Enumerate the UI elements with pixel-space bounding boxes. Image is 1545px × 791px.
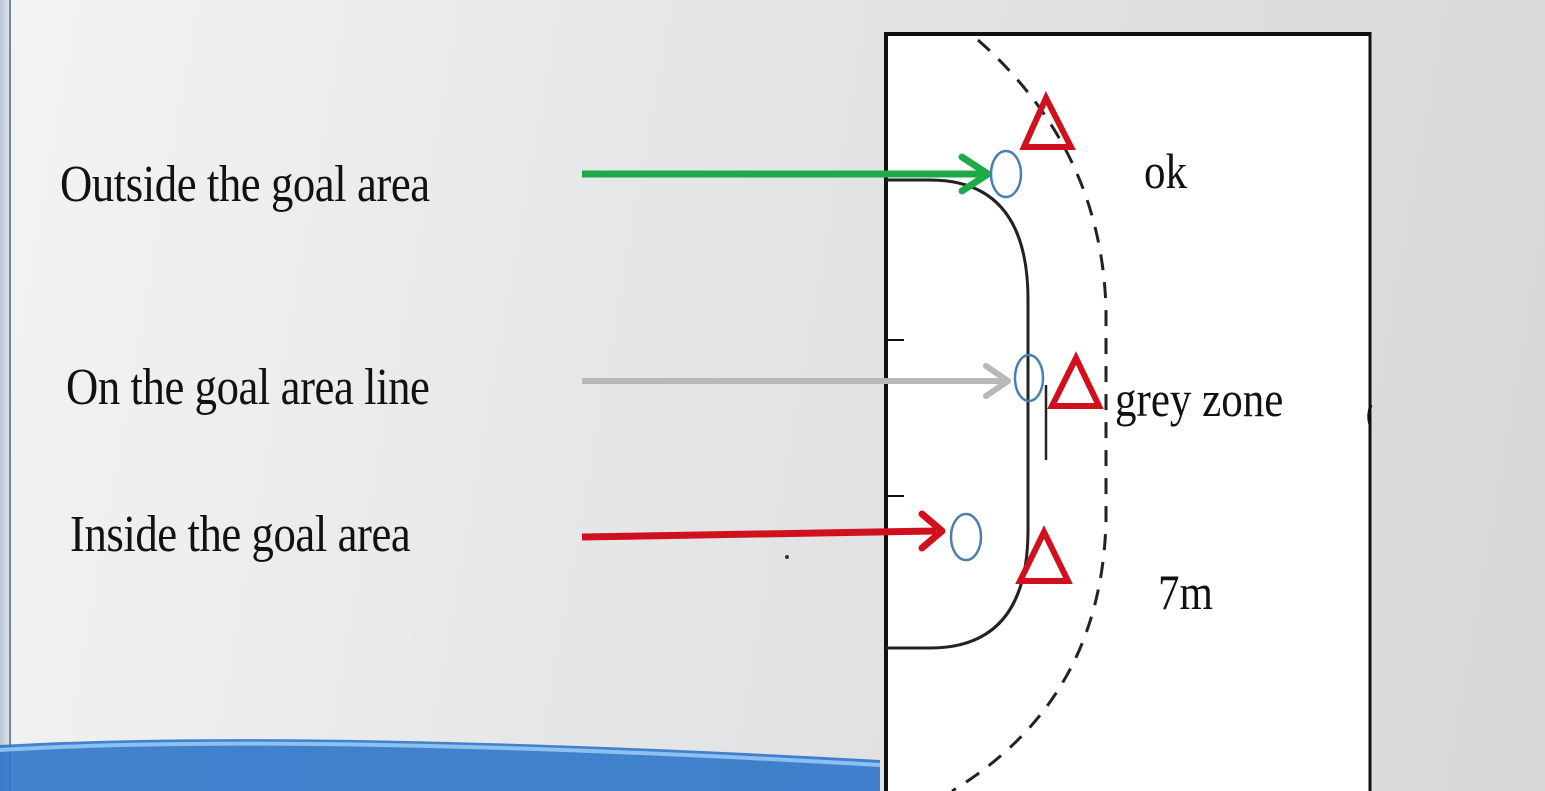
triangle-ok-icon bbox=[1019, 91, 1076, 150]
zone-grey-label: grey zone bbox=[1115, 371, 1284, 427]
label-on-line: On the goal area line bbox=[66, 359, 430, 416]
bottom-swoosh-highlight bbox=[0, 741, 881, 767]
goal-area-line bbox=[886, 178, 1030, 650]
zone-ok-label: ok bbox=[1144, 143, 1187, 199]
right-edge-mark bbox=[1367, 404, 1373, 426]
inside-arrow bbox=[581, 510, 946, 552]
player-on-line-icon bbox=[1013, 353, 1045, 403]
outside-arrow bbox=[582, 153, 992, 195]
player-outside-icon bbox=[989, 149, 1023, 199]
player-inside-icon bbox=[949, 512, 983, 562]
zone-7m-label: 7m bbox=[1158, 564, 1213, 620]
on-line-arrow bbox=[582, 363, 1011, 399]
label-inside: Inside the goal area bbox=[70, 506, 411, 563]
triangle-7m-icon bbox=[1015, 525, 1073, 584]
label-outside: Outside the goal area bbox=[60, 156, 430, 213]
small-dot bbox=[785, 555, 789, 559]
free-throw-line bbox=[951, 38, 1108, 791]
triangle-grey-icon bbox=[1047, 351, 1104, 409]
left-edge-line bbox=[9, 0, 11, 791]
